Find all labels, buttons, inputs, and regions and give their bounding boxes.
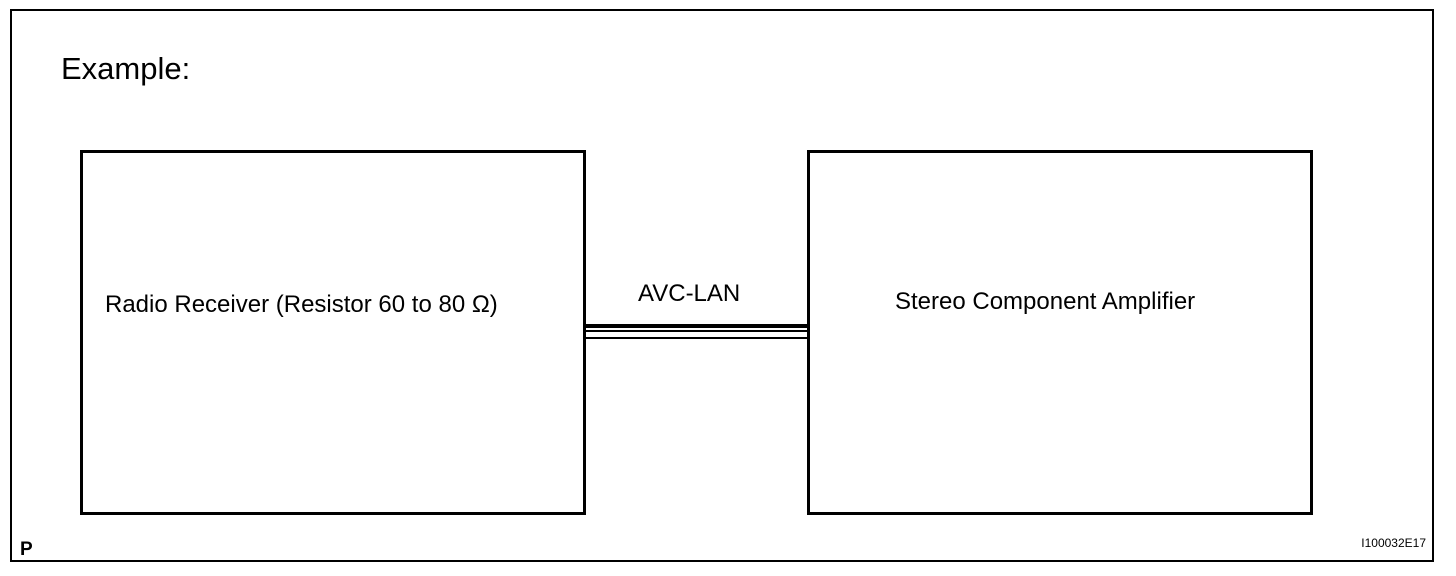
avc-lan-wire-main [586, 324, 807, 328]
radio-receiver-label: Radio Receiver (Resistor 60 to 80 Ω) [105, 291, 498, 318]
radio-receiver-block: Radio Receiver (Resistor 60 to 80 Ω) [80, 150, 586, 515]
reference-code: I100032E17 [1361, 536, 1426, 550]
stereo-amplifier-label: Stereo Component Amplifier [895, 288, 1196, 315]
diagram-heading: Example: [61, 51, 191, 86]
diagram-frame [10, 9, 1434, 562]
avc-lan-wire-middle [586, 330, 807, 332]
avc-lan-wire-lower [586, 337, 807, 339]
corner-mark: P [20, 539, 33, 560]
stereo-amplifier-block: Stereo Component Amplifier [807, 150, 1313, 515]
avc-lan-label: AVC-LAN [638, 280, 741, 307]
